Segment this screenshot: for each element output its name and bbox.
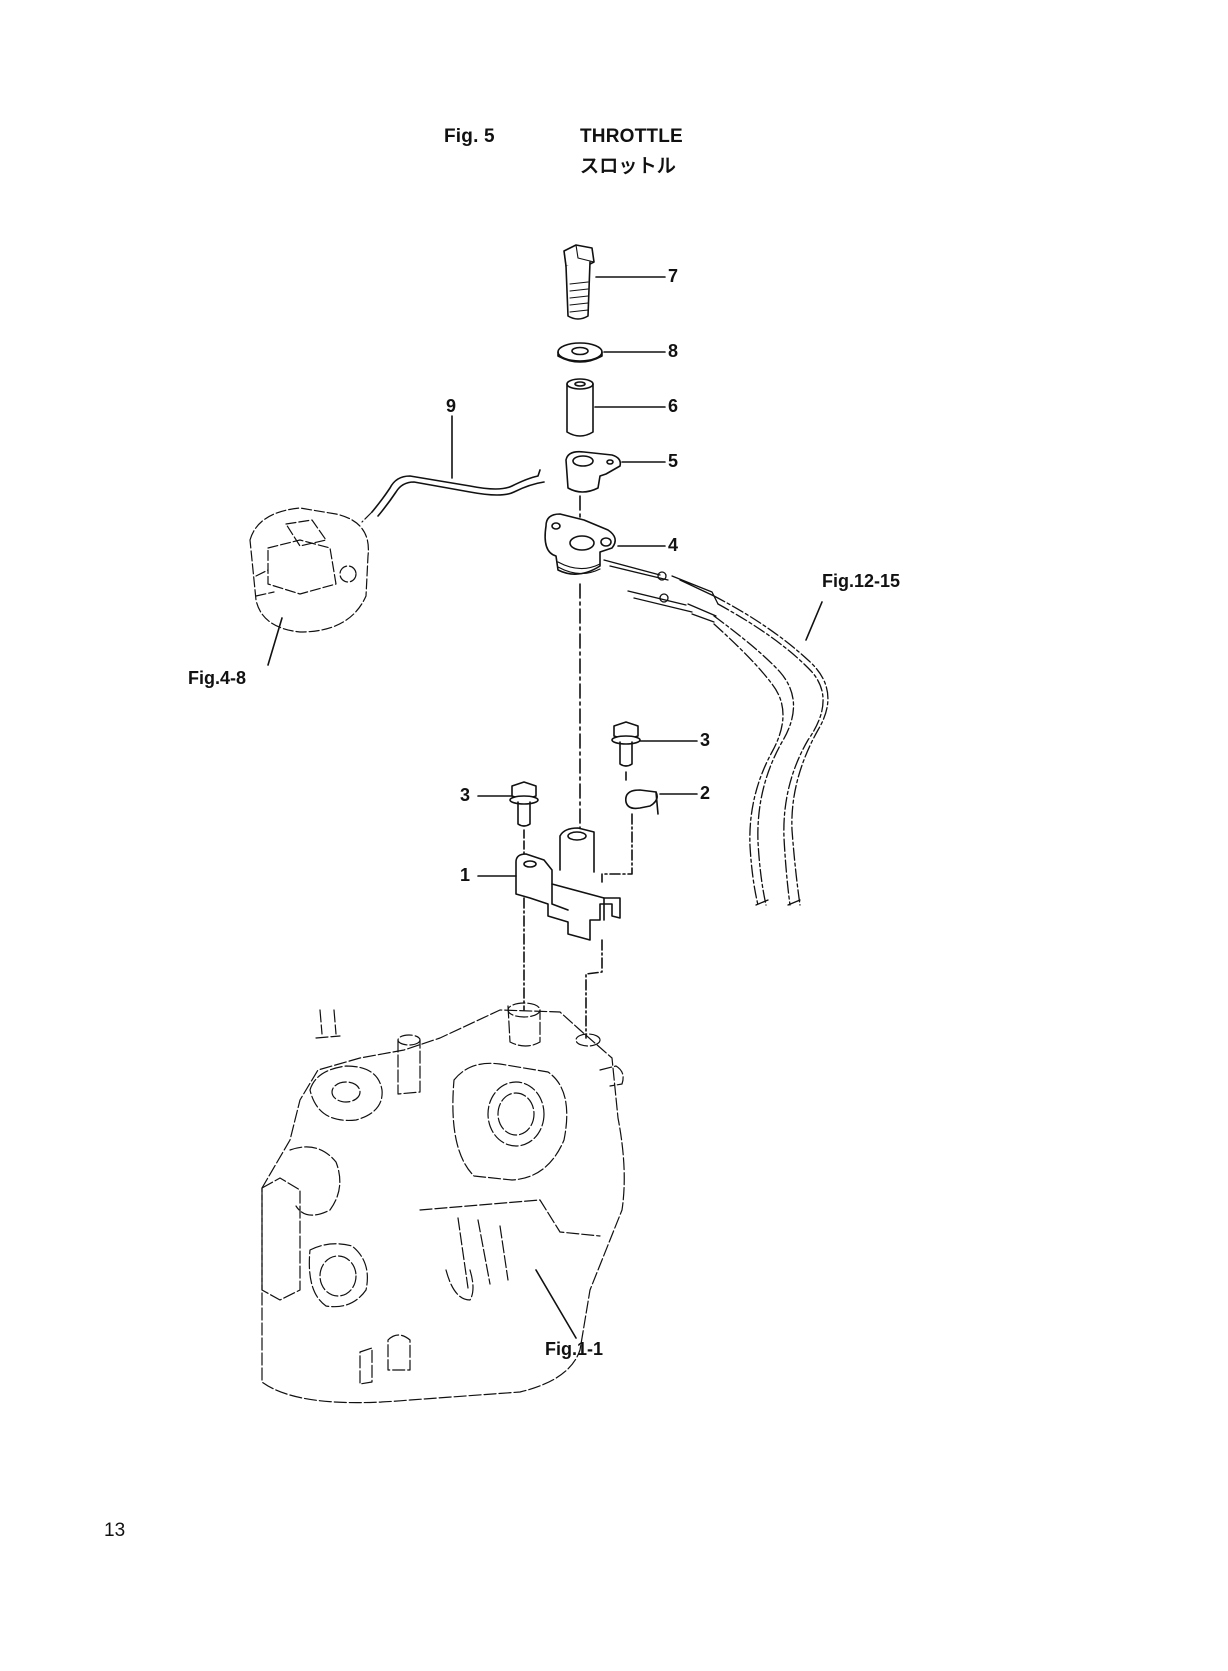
callout-9: 9: [446, 396, 457, 416]
callout-8: 8: [668, 341, 679, 361]
reference-fig12-15: Fig.12-15: [822, 571, 901, 591]
title-japanese: スロットル: [580, 155, 677, 177]
carburetor-reference: [249, 507, 373, 633]
part-6-collar: [566, 378, 594, 437]
leader-fig12-15: [805, 601, 823, 641]
callout-6: 6: [668, 396, 679, 416]
part-9-link-rod: [371, 469, 545, 517]
page-number: 13: [104, 1520, 126, 1541]
leader-fig4-8: [267, 617, 283, 666]
axis-2: [601, 813, 633, 883]
title-english: THROTTLE: [580, 126, 683, 147]
reference-fig4-8: Fig.4-8: [188, 668, 247, 688]
part-4-throttle-drum: [544, 513, 616, 575]
callout-5: 5: [668, 451, 679, 471]
part-3-bolt-right: [611, 721, 641, 767]
callout-4: 4: [668, 535, 679, 555]
part-7-bolt: [563, 244, 595, 320]
figure-number: Fig. 5: [444, 126, 495, 147]
callout-2: 2: [700, 783, 711, 803]
part-2-clip: [624, 789, 659, 815]
manifold-reference: [261, 1002, 625, 1404]
callout-7: 7: [668, 266, 679, 286]
callout-3-left: 3: [460, 785, 471, 805]
part-8-washer: [557, 342, 603, 363]
part-3-bolt-left: [509, 781, 539, 827]
reference-fig1-1: Fig.1-1: [545, 1339, 604, 1359]
part-5-cam: [565, 450, 622, 493]
leader-fig1-1: [535, 1269, 577, 1339]
axis-block-right: [585, 939, 603, 1039]
callout-3-right: 3: [700, 730, 711, 750]
part-1-bracket: [515, 827, 621, 941]
callout-1: 1: [460, 865, 471, 885]
throttle-cables: [603, 559, 829, 906]
